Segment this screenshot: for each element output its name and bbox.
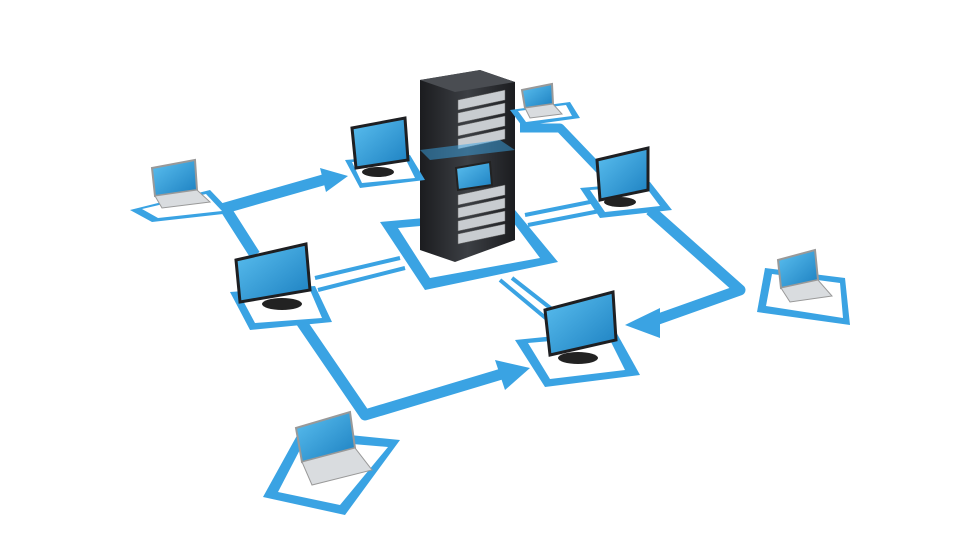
path-top-to-laptop [520,123,609,179]
monitor-top [345,116,425,188]
server-screen [454,160,494,192]
monitor-right [580,146,672,218]
link-server-right-b [527,208,606,227]
laptop-right [757,248,850,325]
arrow-head-top [320,168,348,192]
monitor-bottom [515,290,640,387]
laptop-top-right [510,82,580,126]
arrowheads [320,168,660,390]
path-left-to-top-monitor [219,172,332,258]
link-server-right-a [524,198,601,217]
laptop-far-left [130,158,232,222]
path-right-to-bottom-monitor [646,205,746,328]
path-left-to-bottom-monitor [295,316,507,421]
connection-paths [219,123,746,421]
monitor-left [230,242,332,330]
arrow-head-right [625,308,660,338]
laptop-bottom-left [263,410,400,515]
link-server-left-a [314,256,401,280]
server-rack-icon [420,70,515,262]
arrow-head-bottom [495,360,530,390]
link-server-left-b [317,266,406,292]
